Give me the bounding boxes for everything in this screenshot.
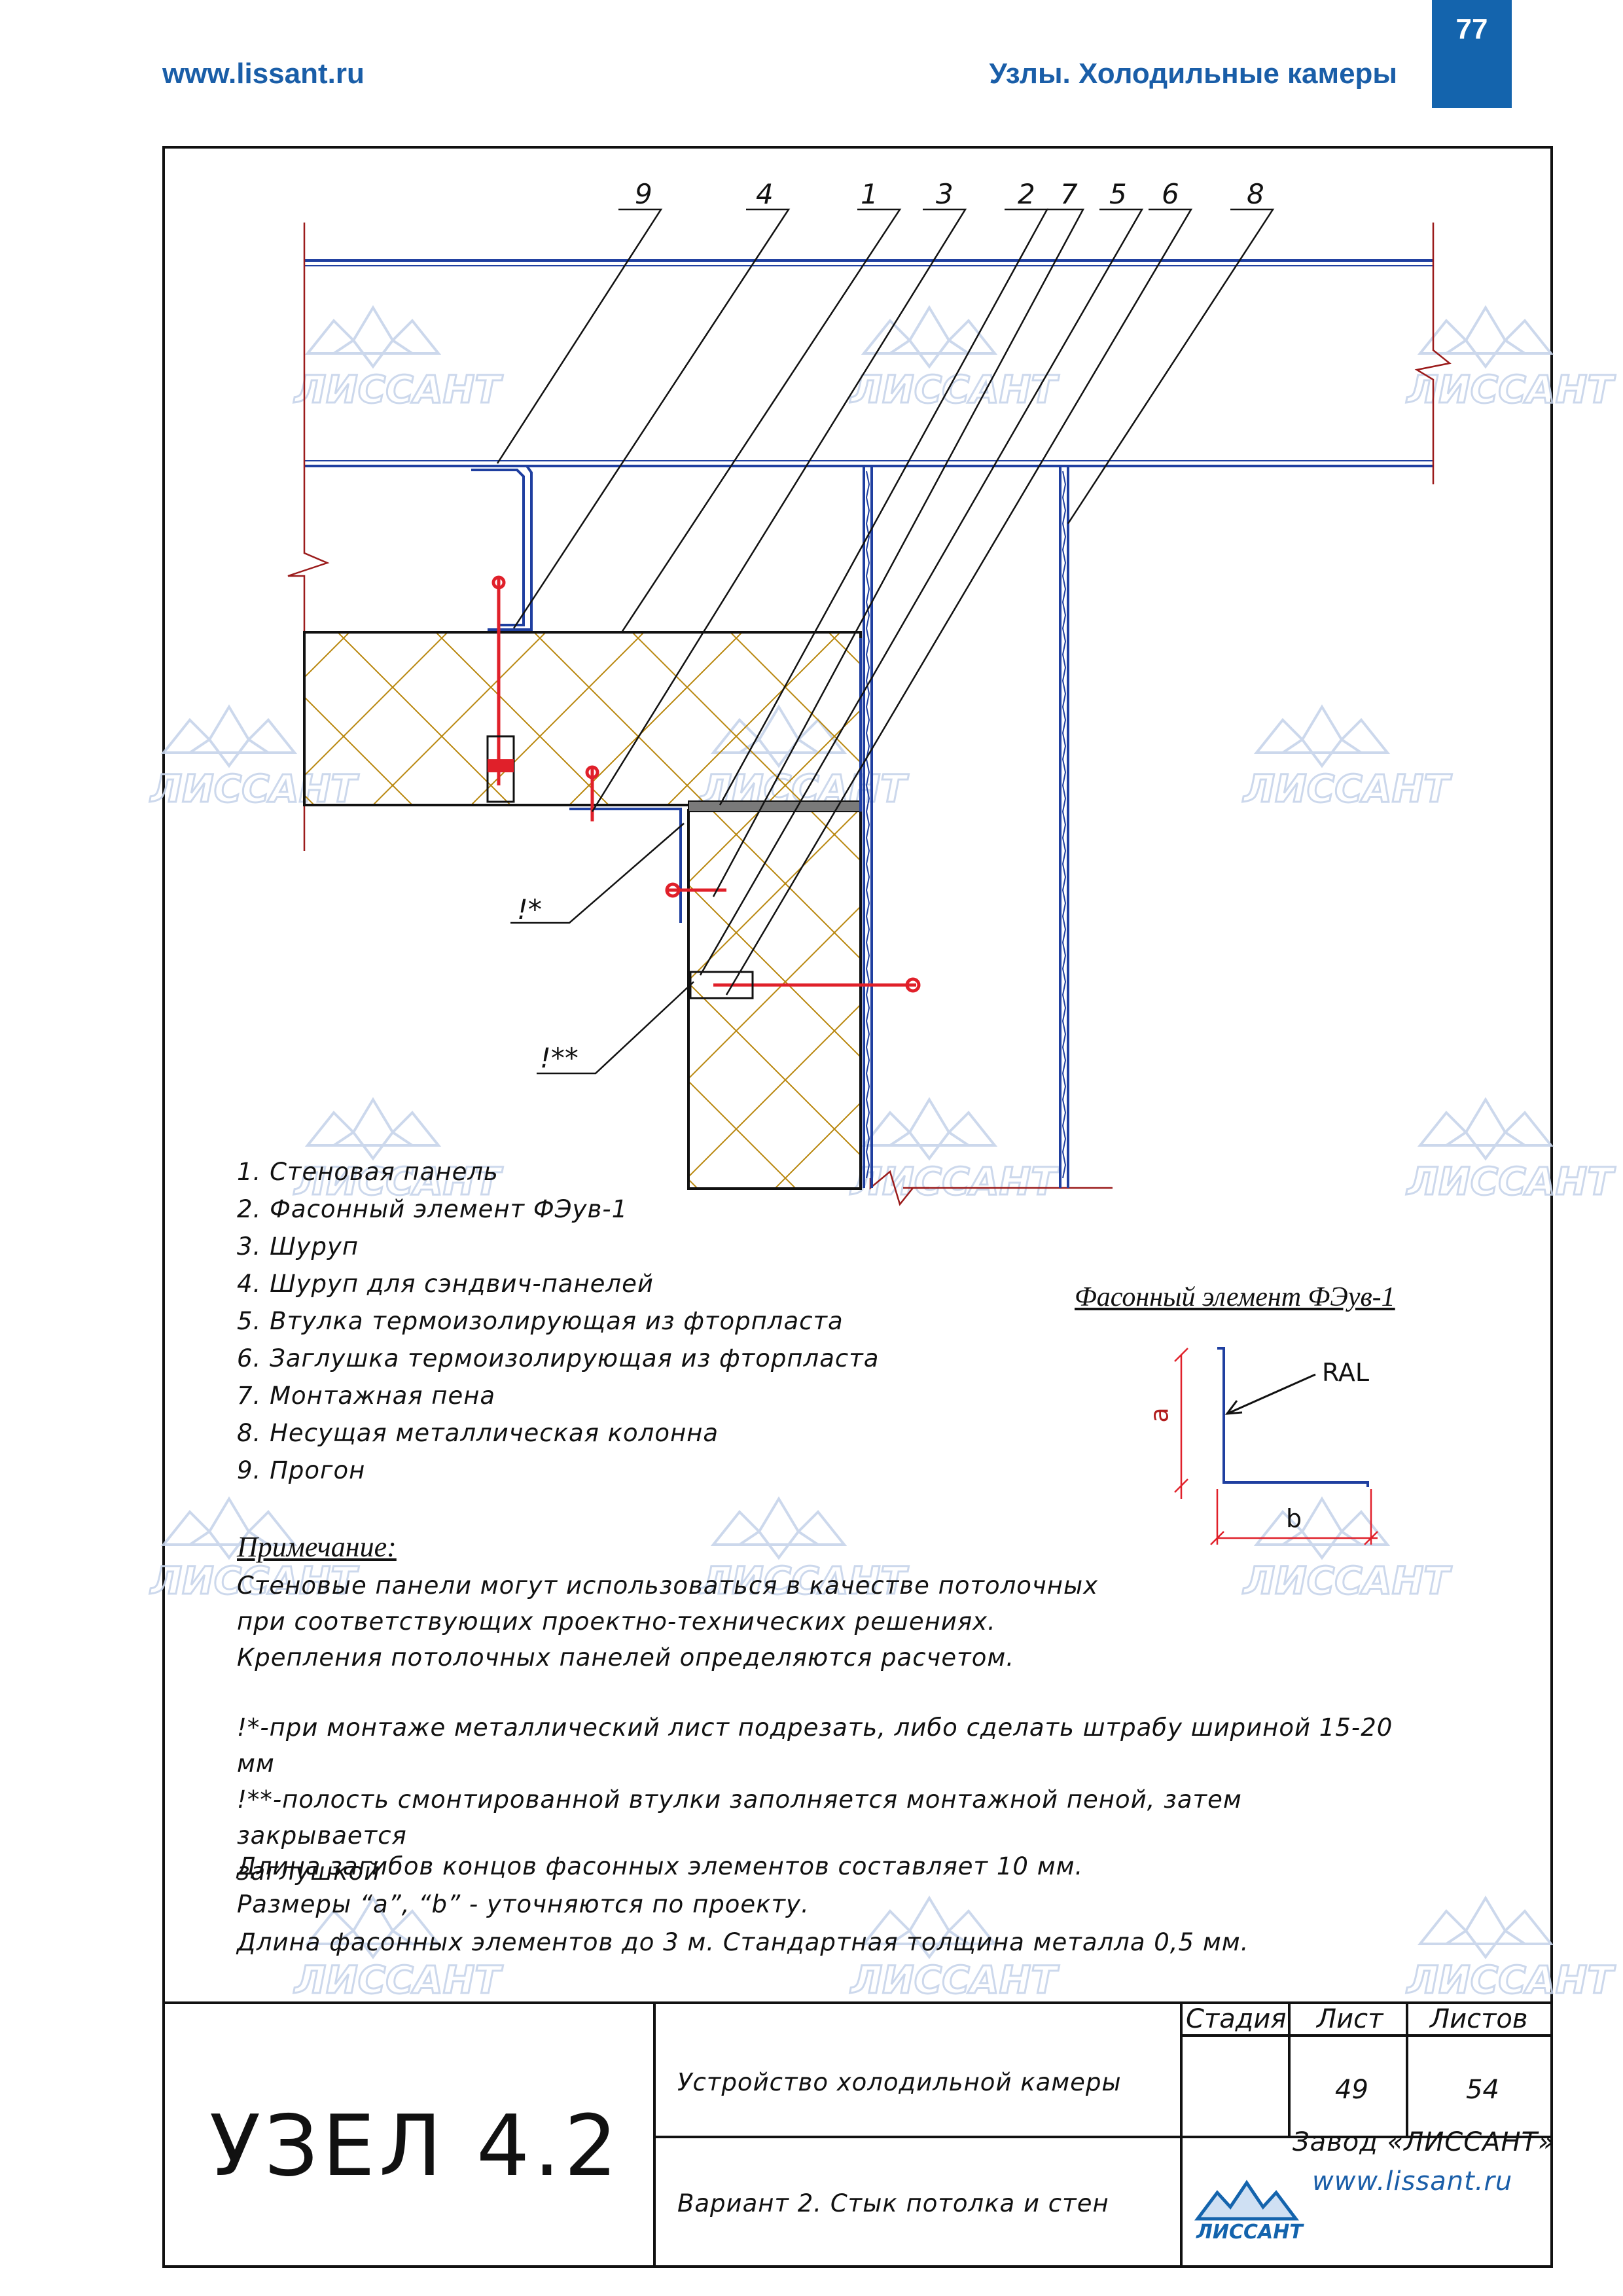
leader-lines (496, 208, 1275, 1075)
legend-item: 6. Заглушка термоизолирующая из фторплас… (237, 1344, 880, 1372)
project-title: Устройство холодильной камеры (677, 2068, 1122, 2096)
mark-star2: !** (540, 1042, 579, 1074)
info-line: Длина загибов концов фасонных элементов … (237, 1852, 1084, 1880)
drawing-frame (162, 146, 1553, 2268)
company-logo (1194, 2179, 1299, 2221)
legend-item: 1. Стеновая панель (237, 1158, 499, 1186)
footnotes: !*-при монтаже металлический лист подрез… (237, 1710, 1415, 1890)
legend-item: 8. Несущая металлическая колонна (237, 1419, 719, 1447)
sheets-label: Листов (1430, 2004, 1528, 2034)
mark-star1: !* (517, 893, 542, 925)
steel-column (863, 466, 1069, 1188)
info-line: Длина фасонных элементов до 3 м. Стандар… (237, 1928, 1249, 1956)
footnote-2a: !**-полость смонтированной втулки заполн… (237, 1785, 1242, 1850)
callout-5: 5 (1109, 178, 1127, 210)
header-title: Узлы. Холодильные камеры (989, 58, 1397, 90)
note-heading: Примечание: (237, 1531, 397, 1563)
node-title: УЗЕЛ 4.2 (209, 2098, 622, 2195)
sheets-value: 54 (1466, 2075, 1499, 2105)
element-detail-drawing (1174, 1347, 1378, 1545)
callout-8: 8 (1247, 178, 1264, 210)
corner-element (569, 638, 862, 923)
company-name: Завод «ЛИССАНТ» (1293, 2127, 1555, 2157)
callout-4: 4 (756, 178, 774, 210)
note-line: Стеновые панели могут использоваться в к… (237, 1571, 1099, 1600)
note-line: при соответствующих проектно-технических… (237, 1607, 996, 1636)
variant-title: Вариант 2. Стык потолка и стен (677, 2189, 1109, 2217)
callout-6: 6 (1162, 178, 1179, 210)
ral-label: RAL (1322, 1358, 1370, 1387)
note-text: Стеновые панели могут использоваться в к… (237, 1568, 1098, 1676)
break-lines (287, 223, 1452, 1206)
legend-item: 2. Фасонный элемент ФЭув-1 (237, 1195, 628, 1223)
callout-3: 3 (936, 178, 954, 210)
page-number: 77 (1432, 0, 1512, 108)
footnote-2b: заглушкой (237, 1857, 381, 1886)
legend-list: 1. Стеновая панель 2. Фасонный элемент Ф… (237, 1153, 879, 1489)
stage-label: Стадия (1186, 2004, 1287, 2034)
element-info: Длина загибов концов фасонных элементов … (237, 1848, 1249, 1962)
callout-2: 2 (1018, 178, 1035, 210)
legend-item: 5. Втулка термоизолирующая из фторпласта (237, 1307, 844, 1335)
note-line: Крепления потолочных панелей определяютс… (237, 1643, 1015, 1672)
company-site[interactable]: www.lissant.ru (1312, 2166, 1513, 2197)
header-url[interactable]: www.lissant.ru (162, 58, 365, 90)
legend-item: 7. Монтажная пена (237, 1382, 496, 1410)
sheet-label: Лист (1317, 2004, 1383, 2034)
purlin-bracket (471, 465, 533, 631)
info-line: Размеры “a”, “b” - уточняются по проекту… (237, 1890, 810, 1918)
legend-item: 3. Шуруп (237, 1232, 359, 1261)
screws (491, 575, 921, 993)
legend-item: 4. Шуруп для сэндвич-панелей (237, 1270, 654, 1298)
element-detail-title: Фасонный элемент ФЭув-1 (1075, 1282, 1395, 1312)
wall-panel (687, 809, 862, 1190)
footnote-1: !*-при монтаже металлический лист подрез… (237, 1713, 1393, 1778)
svg-text:ЛИССАНТ: ЛИССАНТ (1196, 2221, 1304, 2244)
callout-1: 1 (861, 178, 878, 210)
callout-7: 7 (1060, 178, 1078, 210)
legend-item: 9. Прогон (237, 1456, 366, 1484)
sheet-value: 49 (1335, 2075, 1368, 2105)
dim-b: b (1286, 1504, 1302, 1533)
callout-9: 9 (635, 178, 652, 210)
